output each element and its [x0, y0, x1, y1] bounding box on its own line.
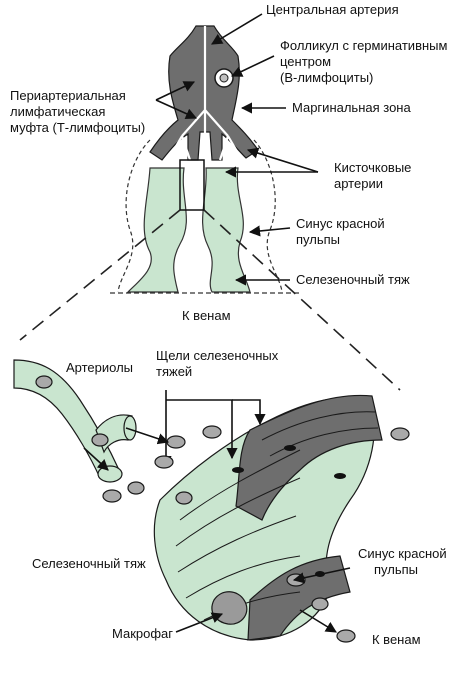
label-marginal-zone: Маргинальная зона — [292, 100, 411, 115]
label-pals-line3: муфта (Т-лимфоциты) — [10, 120, 145, 135]
label-sinus-bottom-line1: Синус красной — [358, 546, 447, 561]
top-arrows — [155, 13, 319, 286]
label-cord-bottom: Селезеночный тяж — [32, 556, 146, 571]
arteriole-main — [13, 359, 121, 479]
label-pals-line2: лимфатическая — [10, 104, 105, 119]
label-penicillar-line2: артерии — [334, 176, 383, 191]
bottom-arrows — [83, 427, 351, 633]
arrow-macrophage — [175, 612, 224, 633]
label-pals-line1: Периартериальная — [10, 88, 126, 103]
arrow-penicillar-1 — [246, 147, 319, 173]
label-cord-top: Селезеночный тяж — [296, 272, 410, 287]
splenic-cord-left — [126, 167, 187, 293]
label-to-veins-top: К венам — [182, 308, 231, 323]
label-sinus-top-line1: Синус красной — [296, 216, 385, 231]
label-sinus-top-line2: пульпы — [296, 232, 340, 247]
arrow-sinus-top — [248, 225, 291, 237]
follicle-center-icon — [219, 73, 229, 83]
arrow-sinus-bottom — [292, 567, 351, 584]
bottom-detail — [13, 359, 410, 643]
label-slits-line1: Щели селезеночных — [156, 348, 279, 363]
arrow-central-artery — [211, 13, 263, 45]
arteriole-branch-opening — [123, 415, 137, 441]
endothelial-cells — [175, 411, 379, 621]
label-follicle-line3: (В-лимфоциты) — [280, 70, 373, 85]
zoom-line-right — [203, 209, 401, 391]
label-central-artery: Центральная артерия — [266, 2, 399, 17]
label-macrophage: Макрофаг — [112, 626, 173, 641]
arteriole-main-opening — [97, 465, 123, 483]
label-to-veins-bottom: К венам — [372, 632, 421, 647]
arrow-follicle — [230, 55, 275, 77]
sinus-tube-lower — [247, 555, 351, 641]
central-artery-lines — [167, 26, 243, 161]
arrow-pals-2 — [155, 99, 198, 119]
top-schematic — [19, 25, 401, 391]
label-sinus-bottom-line2: пульпы — [374, 562, 418, 577]
inset-box — [179, 159, 205, 211]
arrow-arteriole-1 — [83, 447, 109, 471]
label-follicle-line2: центром — [280, 54, 331, 69]
slit-arrows — [160, 390, 266, 468]
macrophage-icon — [211, 591, 248, 625]
arrow-pals-1 — [155, 81, 196, 101]
label-slits-line2: тяжей — [156, 364, 192, 379]
red-pulp-outline — [117, 139, 283, 293]
label-arterioles: Артериолы — [66, 360, 133, 375]
labels: Центральная артерия Фолликул с герминати… — [10, 2, 448, 647]
label-penicillar-line1: Кисточковые — [334, 160, 411, 175]
label-follicle-line1: Фолликул с герминативным — [280, 38, 448, 53]
arrow-arteriole-2 — [125, 427, 170, 445]
sinus-tube-upper — [235, 394, 383, 521]
arrow-to-veins-bottom — [299, 609, 337, 633]
zoom-line-left — [19, 209, 181, 341]
